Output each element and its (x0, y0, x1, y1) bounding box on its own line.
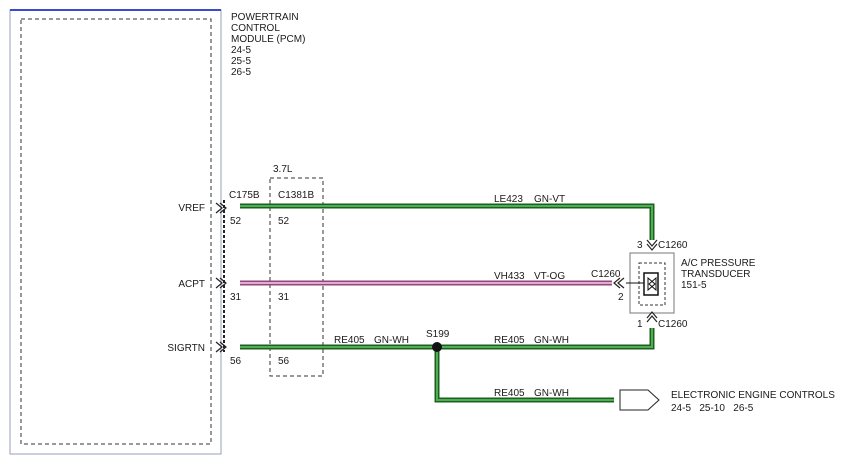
c1381b-pin-56: 56 (278, 356, 290, 367)
pcm-title-line-1: POWERTRAIN (231, 12, 299, 23)
transducer-connector-middle: C1260 (591, 269, 621, 280)
c175b-pin-56: 56 (230, 356, 242, 367)
transducer-pin-2: 2 (618, 292, 624, 303)
connector-arrows (215, 202, 227, 353)
wire-le423-color: GN-VT (534, 194, 565, 205)
transducer-ref: 151-5 (681, 280, 707, 291)
wire-re405-main (240, 328, 655, 350)
eec-refs: 24-5 25-10 26-5 (671, 403, 754, 414)
pcm-ref-2: 25-5 (231, 56, 251, 67)
c175b-pin-31: 31 (230, 292, 242, 303)
transducer-title-line-2: TRANSDUCER (681, 269, 750, 280)
eec-arrow-icon (619, 389, 660, 411)
wire-re405-c-circuit: RE405 (494, 388, 525, 399)
pcm-title: POWERTRAIN CONTROL MODULE (PCM) 24-5 25-… (231, 12, 305, 78)
c1381b-label: C1381B (278, 190, 314, 201)
c175b-label: C175B (229, 190, 260, 201)
pcm-ref-1: 24-5 (231, 45, 251, 56)
eec-title: ELECTRONIC ENGINE CONTROLS (671, 390, 835, 401)
wire-re405-a-circuit: RE405 (334, 335, 365, 346)
wire-re405-c-color: GN-WH (534, 388, 569, 399)
transducer-title-line-1: A/C PRESSURE (681, 258, 756, 269)
pcm-module (9, 9, 222, 455)
vref-connector-arrow (215, 202, 223, 214)
wire-vh433-circuit: VH433 (494, 271, 525, 282)
ac-pressure-transducer (626, 252, 675, 314)
c1381b-pin-52: 52 (278, 216, 290, 227)
wire-le423 (240, 203, 655, 240)
pcm-title-line-3: MODULE (PCM) (231, 34, 305, 45)
sigrtn-connector-arrow (215, 341, 223, 353)
wire-re405-a-color: GN-WH (374, 335, 409, 346)
pin-label-vref: VREF (178, 203, 205, 214)
transducer-pin-3: 3 (637, 240, 643, 251)
transducer-connector-top: C1260 (658, 240, 688, 251)
wire-le423-circuit: LE423 (494, 194, 523, 205)
c1381b-pin-31: 31 (278, 292, 290, 303)
c1381b-engine-label: 3.7L (273, 164, 293, 175)
pin-label-sigrtn: SIGRTN (167, 343, 205, 354)
pcm-title-line-2: CONTROL (231, 23, 280, 34)
pcm-ref-3: 26-5 (231, 67, 251, 78)
pin-label-acpt: ACPT (178, 279, 205, 290)
wire-re405-b-color: GN-WH (534, 335, 569, 346)
splice-s199-dot (432, 342, 442, 352)
splice-s199-label: S199 (426, 329, 450, 340)
acpt-connector-arrow (215, 277, 223, 289)
transducer-connector-arrows (613, 239, 658, 323)
wire-vh433-color: VT-OG (534, 271, 565, 282)
c175b-pin-52: 52 (230, 216, 242, 227)
c1381b-box (269, 177, 324, 377)
transducer-connector-bottom: C1260 (658, 319, 688, 330)
wire-re405-b-circuit: RE405 (494, 335, 525, 346)
wire-re405-branch (434, 347, 614, 403)
transducer-pin-1: 1 (637, 319, 643, 330)
